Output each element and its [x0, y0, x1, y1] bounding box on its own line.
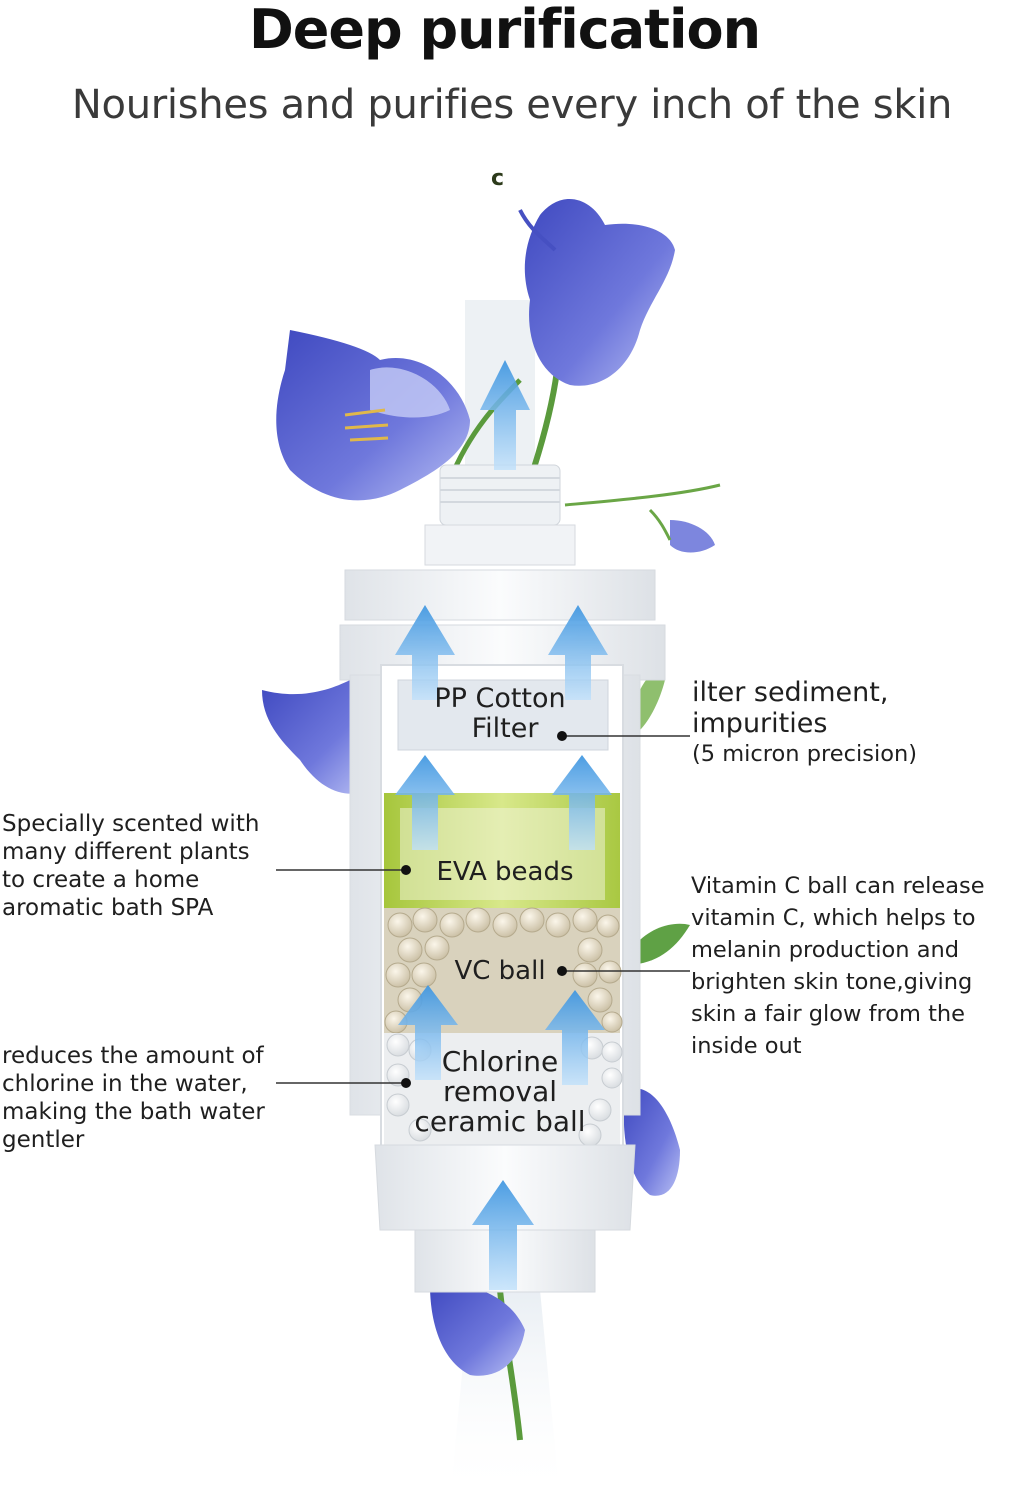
leaf: [625, 923, 690, 965]
annotation-line: gentler: [2, 1127, 85, 1153]
arrow-up: [548, 605, 608, 700]
bellflower-top-right: [518, 198, 675, 386]
pp-cotton-label-line: Filter: [471, 713, 539, 744]
leader-dots: [401, 731, 567, 1088]
leader-lines: [276, 735, 690, 1084]
page-title: Deep purification: [248, 0, 761, 61]
annotation-line: ilter sediment,: [692, 677, 889, 708]
arrow-up-bottom: [472, 1180, 534, 1290]
annotation-eva: Specially scented with many different pl…: [2, 810, 259, 922]
annotation-line: brighten skin tone,giving: [691, 969, 973, 995]
annotation-line: impurities: [692, 708, 828, 739]
annotation-line: vitamin C, which helps to: [691, 905, 976, 931]
ceramic-ball-label-line: removal: [442, 1075, 558, 1108]
annotation-line: aromatic bath SPA: [2, 895, 214, 921]
bellflower-top-left: [276, 330, 470, 501]
leaf: [640, 673, 665, 730]
ceramic-ball-label: Chlorine removal ceramic ball: [395, 1047, 605, 1137]
arrow-up: [398, 985, 458, 1080]
page-subtitle: Nourishes and purifies every inch of the…: [71, 82, 953, 128]
flower-bud: [648, 508, 715, 553]
c-mark: c: [491, 166, 505, 191]
annotation-line: skin a fair glow from the: [691, 1001, 966, 1027]
annotation-line: making the bath water: [2, 1099, 265, 1125]
pp-cotton-label-line: PP Cotton: [434, 683, 566, 714]
annotation-line: inside out: [691, 1033, 802, 1059]
bellflower-bottom: [430, 1284, 525, 1376]
top-cap: [344, 569, 656, 621]
arrow-up: [395, 605, 455, 700]
annotation-vc: Vitamin C ball can release vitamin C, wh…: [691, 870, 985, 1062]
annotation-line: melanin production and: [691, 937, 960, 963]
annotation-chlorine: reduces the amount of chlorine in the wa…: [2, 1042, 265, 1154]
bellflower-left: [262, 680, 370, 794]
flower-stem: [564, 483, 721, 507]
annotation-line: Vitamin C ball can release: [691, 873, 985, 899]
pp-cotton-label: PP Cotton Filter: [400, 684, 600, 744]
arrow-up: [395, 755, 455, 850]
eva-beads-label: EVA beads: [436, 857, 574, 887]
ceramic-ball-label-line: ceramic ball: [414, 1105, 586, 1138]
vc-ball-label: VC ball: [454, 956, 546, 986]
annotation-pp: ilter sediment, impurities (5 micron pre…: [692, 677, 917, 769]
arrow-up: [545, 990, 605, 1085]
annotation-line: chlorine in the water,: [2, 1071, 248, 1097]
annotation-line: to create a home: [2, 867, 200, 893]
arrow-up-top: [480, 360, 530, 470]
annotation-line: many different plants: [2, 839, 250, 865]
arrow-up: [552, 755, 612, 850]
ceramic-ball-label-line: Chlorine: [441, 1045, 559, 1078]
annotation-line: Specially scented with: [2, 811, 260, 837]
vc-balls: [384, 907, 623, 1034]
threaded-neck-top: [424, 464, 576, 566]
flow-arrows: [395, 360, 612, 1290]
annotation-line: reduces the amount of: [2, 1043, 264, 1069]
annotation-line: (5 micron precision): [692, 741, 917, 767]
